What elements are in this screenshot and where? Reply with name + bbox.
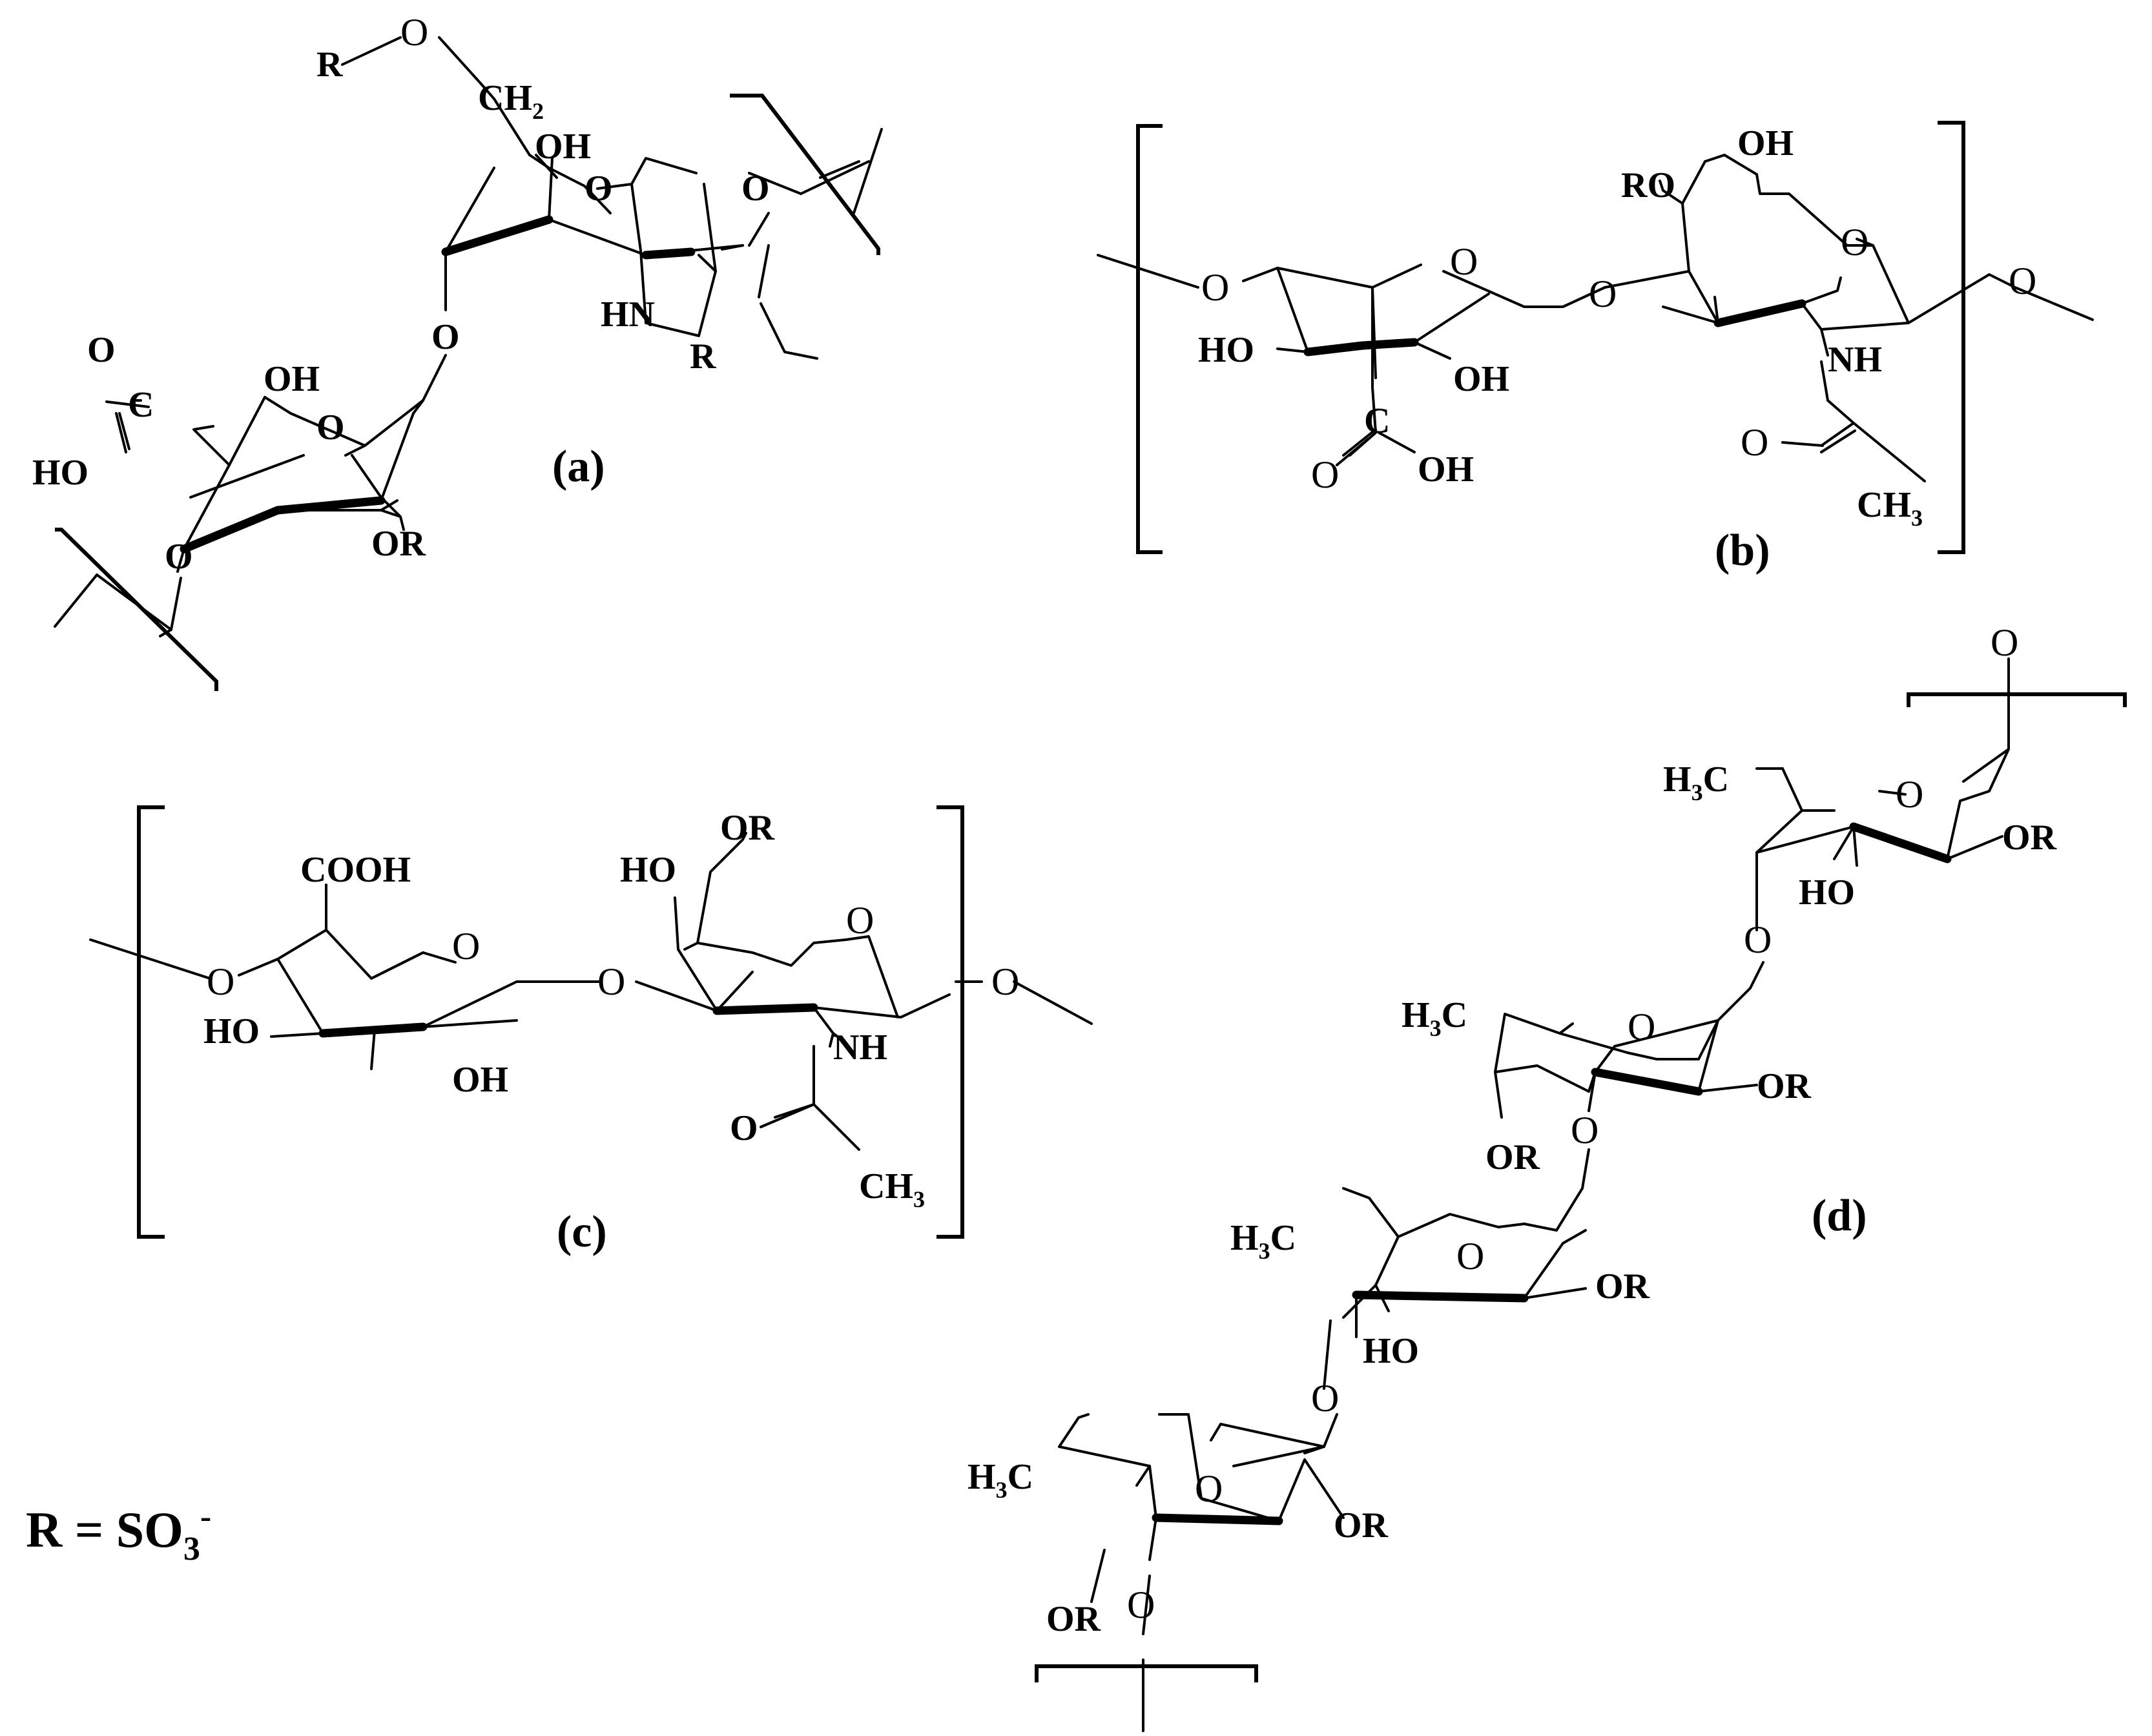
b-ch3: CH3 (1857, 485, 1923, 531)
structure-a: R O CH2 OH O O HN R O O C HO OH O O OR (… (32, 11, 883, 691)
d-h3c-1: H3C (1663, 760, 1729, 805)
d-o-top: O (1991, 621, 2018, 664)
c-o-ring-right: O (846, 899, 874, 942)
c-ho-top: HO (620, 850, 676, 890)
b-nh: NH (1828, 340, 1882, 380)
d-or-4: OR (1334, 1505, 1389, 1545)
d-o-ring-2: O (1628, 1006, 1655, 1048)
c-o-acetyl: O (730, 1108, 758, 1148)
d-or-2: OR (1757, 1066, 1812, 1106)
d-or-2b: OR (1485, 1137, 1540, 1177)
a-caption: (a) (552, 442, 605, 491)
b-o-link-right: O (2009, 260, 2036, 302)
a-o-link-left: O (165, 537, 193, 577)
a-hn: HN (601, 294, 655, 335)
c-o-link-right: O (991, 960, 1019, 1003)
a-o-top: O (400, 11, 428, 54)
structure-c: COOH OR HO O O O O O HO OH NH O CH3 (c) (89, 805, 1093, 1257)
a-o-link-right: O (741, 169, 770, 209)
d-o-ring-4: O (1195, 1467, 1223, 1510)
c-or-top: OR (720, 808, 775, 848)
d-h3c-2: H3C (1402, 995, 1467, 1041)
d-ho-3: HO (1363, 1331, 1419, 1371)
a-oh-upper: OH (535, 127, 591, 167)
d-h3c-3: H3C (1230, 1218, 1296, 1264)
b-oh-carboxyl: OH (1418, 450, 1474, 490)
d-or-4b: OR (1046, 1599, 1101, 1639)
a-c-carboxyl: C (128, 385, 154, 425)
b-o-carboxyl: O (1311, 453, 1339, 496)
c-o-ring-left: O (452, 925, 480, 967)
c-nh: NH (833, 1028, 887, 1068)
d-o-link-2: O (1571, 1109, 1598, 1152)
a-o-ring-upper: O (585, 169, 613, 209)
a-ch2: CH2 (478, 78, 544, 124)
a-o-ring-lower: O (316, 408, 345, 448)
a-ho-carboxyl: HO (32, 453, 88, 493)
legend-r-definition: R = SO3- (26, 1498, 211, 1567)
c-ch3: CH3 (859, 1166, 925, 1212)
a-o-carbonyl: O (87, 330, 116, 370)
c-ho-left: HO (203, 1011, 260, 1051)
d-or-3: OR (1595, 1266, 1650, 1307)
b-ho-left: HO (1198, 330, 1254, 370)
b-oh-mid: OH (1453, 359, 1509, 399)
b-o-acetyl: O (1741, 421, 1768, 464)
b-oh-top: OH (1737, 123, 1794, 163)
d-o-ring-3: O (1456, 1235, 1484, 1277)
c-caption: (c) (557, 1207, 607, 1257)
d-ho-1: HO (1799, 873, 1855, 913)
a-r-hn: R (690, 336, 716, 377)
b-o-ring-right: O (1841, 221, 1868, 264)
d-h3c-4: H3C (967, 1457, 1033, 1503)
d-o-ring-1: O (1896, 773, 1923, 816)
d-or-1: OR (2002, 818, 2057, 858)
c-o-link-left: O (207, 960, 234, 1003)
a-r-top: R (316, 45, 343, 85)
d-o-link-3: O (1311, 1377, 1339, 1420)
b-caption: (b) (1715, 526, 1770, 575)
d-caption: (d) (1812, 1191, 1867, 1241)
c-o-glyco: O (597, 960, 625, 1003)
b-o-link-left: O (1201, 266, 1229, 309)
b-o-ring-left: O (1450, 240, 1478, 283)
b-ro: RO (1621, 165, 1675, 205)
d-o-link-4: O (1127, 1584, 1155, 1626)
a-o-link-mid: O (431, 317, 460, 357)
structure-d: O H3C O OR HO O H3C O OR OR O H3C O OR H… (967, 621, 2127, 1732)
c-oh-mid: OH (452, 1060, 508, 1100)
b-o-glyco: O (1589, 273, 1617, 315)
d-o-link-1: O (1744, 918, 1772, 961)
a-oh-lower: OH (264, 359, 320, 399)
b-c-carboxyl: C (1364, 401, 1390, 441)
a-or-lower: OR (371, 524, 426, 564)
structure-b: OH RO O O O O O HO OH NH C O OH O CH3 (b… (1097, 121, 2094, 575)
c-cooh: COOH (300, 850, 411, 890)
